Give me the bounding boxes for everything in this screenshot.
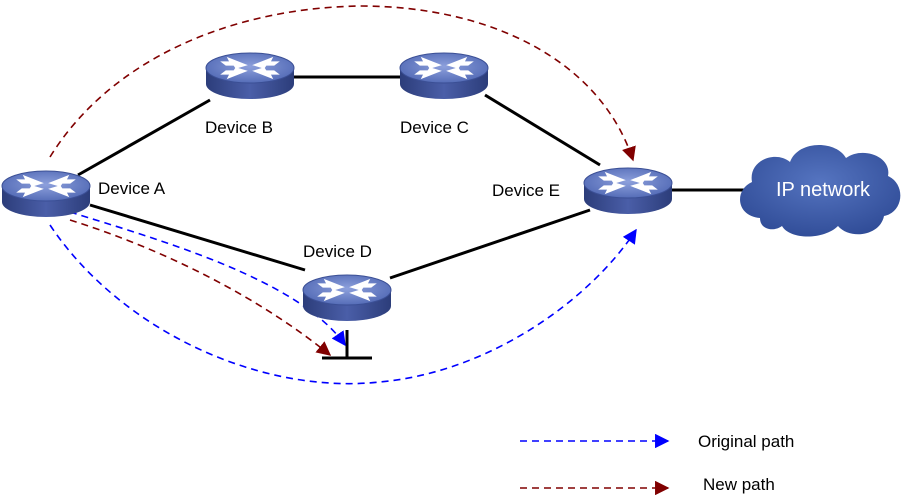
switch-router-icon bbox=[1, 170, 91, 218]
original-path-a-to-lan bbox=[69, 211, 346, 347]
link-c-e bbox=[484, 93, 601, 167]
device-e: Device E bbox=[492, 167, 673, 215]
device-c-label: Device C bbox=[400, 118, 469, 137]
device-a: Device A bbox=[1, 170, 166, 218]
switch-router-icon bbox=[583, 167, 673, 215]
device-b: Device B bbox=[205, 52, 295, 137]
device-c: Device C bbox=[399, 52, 489, 137]
switch-router-icon bbox=[302, 274, 392, 322]
switch-router-icon bbox=[399, 52, 489, 100]
legend: Original path New path bbox=[520, 432, 794, 496]
new-path-a-to-e bbox=[49, 5, 636, 162]
paths bbox=[49, 5, 637, 385]
device-e-label: Device E bbox=[492, 181, 560, 200]
device-d-label: Device D bbox=[303, 242, 372, 261]
device-b-label: Device B bbox=[205, 118, 273, 137]
switch-router-icon bbox=[205, 52, 295, 100]
legend-original-label: Original path bbox=[698, 432, 794, 451]
link-d-e bbox=[389, 208, 591, 280]
cloud-icon bbox=[740, 144, 901, 237]
link-a-d bbox=[89, 203, 306, 272]
cloud-label: IP network bbox=[776, 179, 871, 201]
new-path-a-to-lan bbox=[69, 219, 332, 356]
legend-new-label: New path bbox=[703, 475, 775, 494]
links bbox=[77, 75, 745, 360]
device-a-label: Device A bbox=[98, 179, 166, 198]
original-path-a-to-e bbox=[49, 224, 637, 385]
link-a-b bbox=[77, 98, 211, 177]
ip-network-cloud: IP network bbox=[740, 144, 901, 237]
device-d: Device D bbox=[302, 242, 392, 322]
